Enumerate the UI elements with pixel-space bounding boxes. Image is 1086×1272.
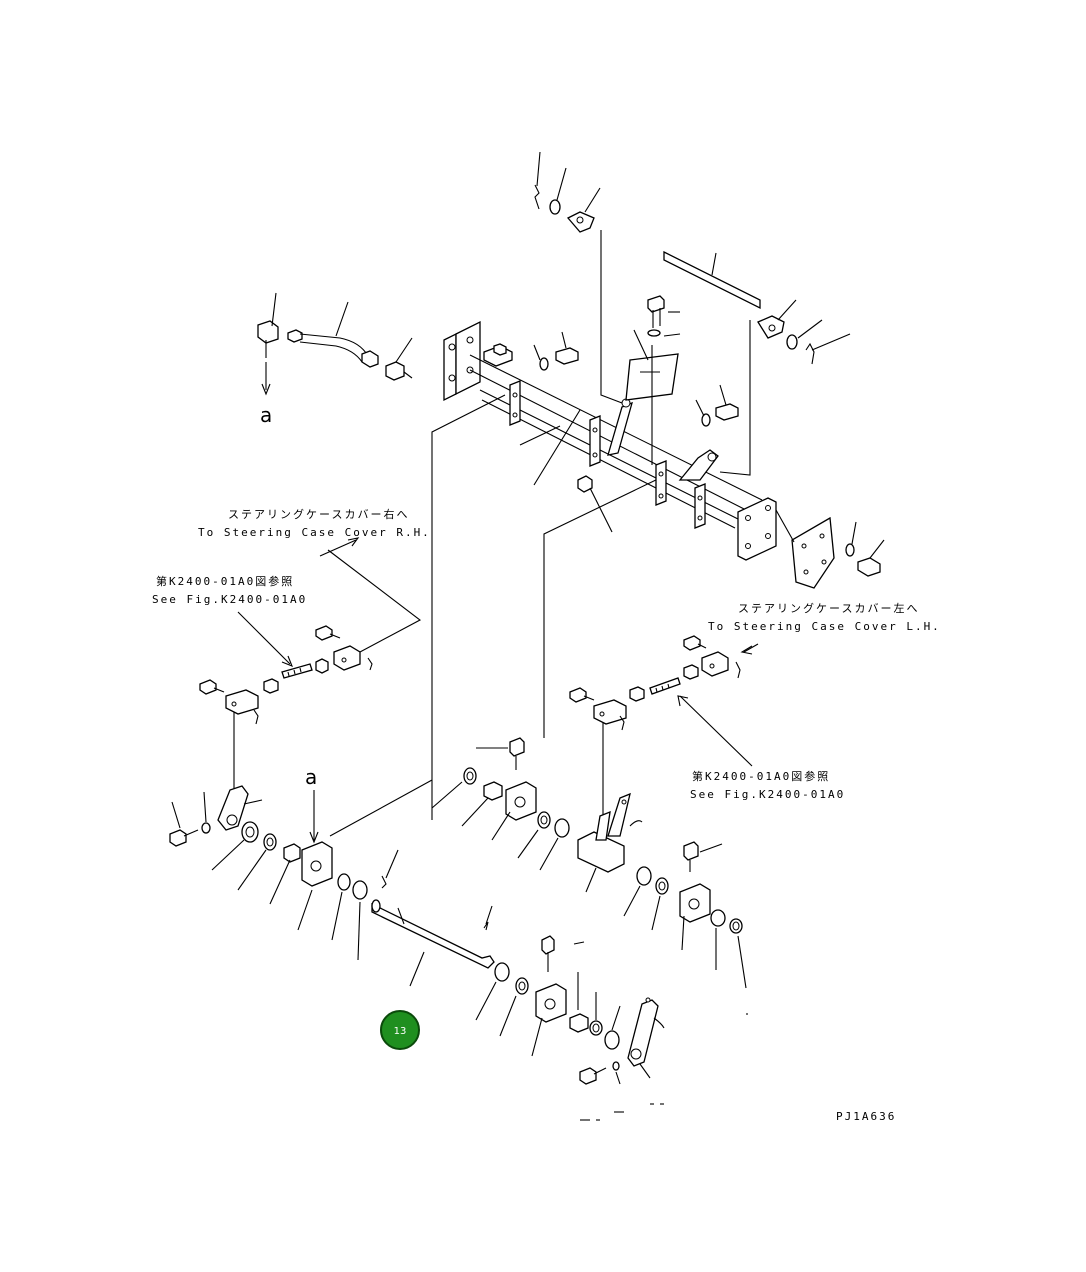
spacers-center [518, 812, 569, 870]
lever-bracket-center-right [578, 794, 642, 892]
washer-top [550, 168, 566, 214]
grease-fitting-center [578, 476, 612, 532]
bolt-top-center [648, 296, 680, 336]
bent-tube [288, 302, 378, 367]
cotter-pin-upper-right [806, 334, 850, 364]
grease-nipple-center [476, 738, 524, 770]
page-badge[interactable]: 13 [381, 1011, 419, 1049]
cotter-pin-top [535, 152, 540, 209]
grease-nipple-right [684, 842, 722, 872]
bolt-right-plate [846, 522, 884, 576]
lever-arm-lower [628, 998, 664, 1078]
threaded-rod-left [282, 664, 312, 678]
clevis-upper-right [758, 300, 796, 338]
bolt-washer-pair [534, 332, 578, 370]
spacers-right [624, 867, 668, 930]
bushings-left [212, 822, 300, 904]
nut-center-right [630, 687, 644, 701]
nut-left-upper [316, 659, 328, 673]
bolt-lever-lower [580, 1062, 620, 1084]
cross-shaft [372, 900, 494, 986]
clevis-block-left-lower [226, 690, 258, 714]
clevis-block-right-upper [702, 652, 728, 676]
rod-upper-right [664, 252, 760, 308]
bearing-block-right [680, 884, 710, 950]
bolt-left-lower [200, 680, 224, 694]
plate-bracket [626, 330, 678, 465]
callout-stubs-bottom [580, 1014, 748, 1120]
label-rh-jp: ステアリングケースカバー右へ [228, 507, 409, 521]
label-fig-right-en: See Fig.K2400-01A0 [690, 788, 845, 801]
connection-lines [234, 230, 750, 836]
label-lh-en: To Steering Case Cover L.H. [708, 620, 941, 633]
bushings-right [711, 910, 746, 988]
bushings-lower [570, 992, 620, 1049]
bolt-left-upper [316, 626, 340, 640]
cotter-pin-right-upper [736, 662, 740, 678]
clevis-block-center-right [594, 700, 626, 730]
cotter-pins-left [254, 658, 372, 724]
clevis-top [568, 188, 600, 232]
badge-number: 13 [394, 1026, 407, 1037]
nut-right-upper [684, 665, 698, 679]
label-fig-left-en: See Fig.K2400-01A0 [152, 593, 307, 606]
lever-arm-left [218, 786, 262, 830]
bearing-block-left [298, 790, 332, 930]
drawing-number: PJ1A636 [836, 1110, 896, 1123]
fitting-tee [258, 293, 278, 394]
label-lh-jp: ステアリングケースカバー左へ [738, 601, 919, 615]
bolt-washer-pair-2 [696, 385, 738, 426]
lower-shaft-parts [476, 963, 528, 1036]
label-fig-right-jp: 第K2400-01A0図参照 [692, 769, 830, 783]
marker-a-bottom: a [305, 765, 317, 789]
threaded-rod-right [650, 678, 680, 694]
label-fig-left-jp: 第K2400-01A0図参照 [156, 574, 294, 588]
nut-left-lower [264, 679, 278, 693]
bearing-block-center [492, 782, 536, 840]
bolt-lever-left [170, 792, 210, 846]
spacers-shaft-left [332, 850, 398, 960]
label-rh-en: To Steering Case Cover R.H. [198, 526, 431, 539]
crossbar-assembly [444, 322, 776, 560]
clevis-block-left-upper [334, 646, 360, 670]
washer-upper-right [787, 320, 822, 349]
mounting-plate-right [776, 510, 834, 588]
grease-nipple-lower [542, 936, 584, 972]
marker-a-top: a [260, 403, 272, 427]
elbow-connector [386, 338, 412, 380]
bearing-block-lower [532, 972, 578, 1056]
bolt-right-upper [684, 636, 706, 650]
bushings-center [432, 768, 502, 826]
bolt-center-right [570, 688, 594, 702]
